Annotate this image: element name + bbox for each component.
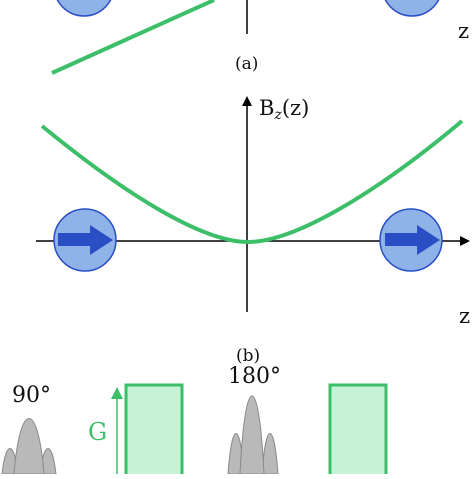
panel-b: Bz(z) z (b): [36, 96, 470, 366]
panel-a: (a) z: [51, 0, 469, 75]
pulse-180: [227, 395, 279, 475]
pulse-90: [1, 418, 57, 475]
quadratic-field-curve: [40, 119, 464, 245]
axis-z-label-a: z: [458, 19, 469, 43]
gradient-lobe-1: [124, 383, 184, 479]
pulse-180-label: 180°: [228, 364, 281, 389]
linear-field-line: [51, 0, 215, 75]
pulse-90-label: 90°: [12, 383, 51, 408]
gradient-lobe-2: [328, 383, 388, 479]
panel-b-caption: (b): [236, 346, 260, 366]
x-axis-label-b: z: [459, 304, 470, 328]
spin-left-b: [53, 208, 117, 272]
spin-left-a: [56, 0, 112, 17]
spin-right-b: [379, 208, 443, 272]
gradient-label: G: [88, 418, 107, 446]
panel-c: 90° 180° G: [1, 364, 388, 479]
spin-right-a: [384, 0, 440, 17]
y-axis-label-b: Bz(z): [259, 96, 309, 123]
panel-a-caption: (a): [235, 54, 258, 74]
